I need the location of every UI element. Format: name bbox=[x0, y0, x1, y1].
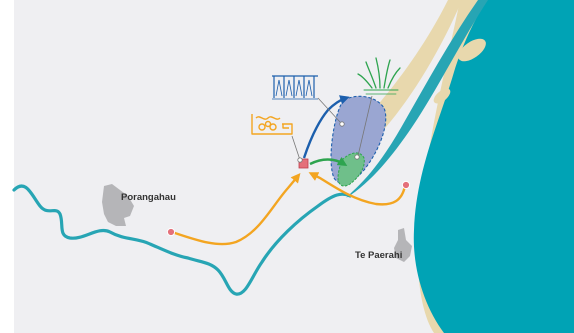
leader-wetland-dot bbox=[354, 154, 360, 160]
wetland-flow bbox=[309, 156, 348, 166]
estuary-channel bbox=[346, 0, 488, 198]
leader-irrigation bbox=[317, 97, 341, 123]
leader-wetland bbox=[357, 95, 373, 157]
sandbar bbox=[366, 0, 462, 136]
irrigation-flow bbox=[302, 95, 350, 159]
town-te-paerahi bbox=[394, 228, 412, 262]
place-label-te-paerahi: Te Paerahi bbox=[355, 250, 402, 261]
treatment-site-marker-icon[interactable] bbox=[298, 158, 309, 169]
leader-irrigation-dot bbox=[339, 121, 345, 127]
town-porangahau bbox=[102, 184, 134, 226]
sand-island-2 bbox=[433, 88, 451, 104]
wastewater-source-marker-icon[interactable] bbox=[166, 227, 176, 237]
wetland-grass-icon bbox=[357, 57, 401, 95]
place-label-porangahau: Porangahau bbox=[121, 192, 176, 203]
wastewater-source-marker-icon-2[interactable] bbox=[401, 180, 411, 190]
sand-island bbox=[458, 38, 486, 62]
leader-treatment bbox=[291, 135, 301, 161]
ocean bbox=[413, 0, 574, 333]
river bbox=[12, 184, 352, 296]
pipeline-porangahau bbox=[171, 173, 301, 246]
pipeline-te-paerahi bbox=[308, 172, 407, 206]
spray-irrigation-icon bbox=[272, 75, 318, 100]
wastewater-treatment-plant-icon bbox=[251, 114, 293, 135]
leader-treatment-dot bbox=[297, 157, 303, 163]
